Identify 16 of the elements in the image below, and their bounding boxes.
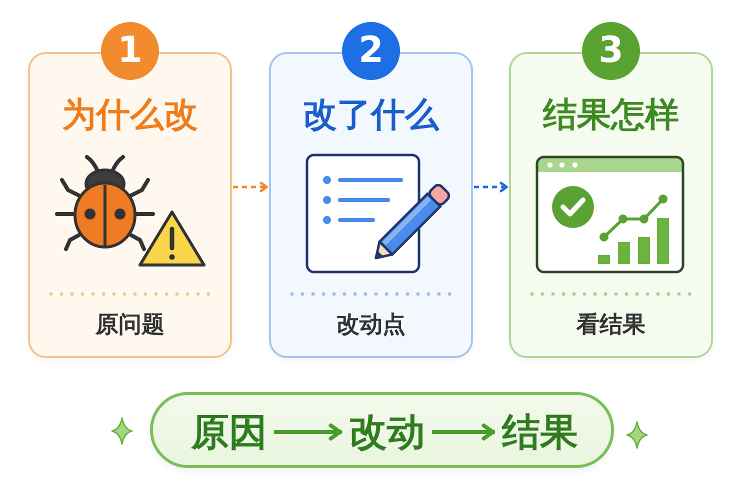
arrow (233, 182, 268, 192)
step-title: 改了什么 (303, 95, 439, 135)
step-caption: 看结果 (576, 311, 646, 340)
step-number: 3 (582, 22, 640, 80)
arrow (274, 424, 342, 440)
arrow (474, 182, 508, 192)
arrow (432, 424, 495, 440)
step-caption: 原问题 (96, 311, 164, 340)
step-number: 2 (342, 22, 400, 80)
flow-term: 原因 (185, 409, 273, 455)
step-title: 结果怎样 (543, 95, 679, 135)
step-title: 为什么改 (62, 95, 198, 135)
step-number: 1 (101, 22, 159, 80)
flow-term: 结果 (496, 409, 584, 455)
flow-term: 改动 (343, 409, 431, 455)
step-caption: 改动点 (336, 311, 406, 340)
